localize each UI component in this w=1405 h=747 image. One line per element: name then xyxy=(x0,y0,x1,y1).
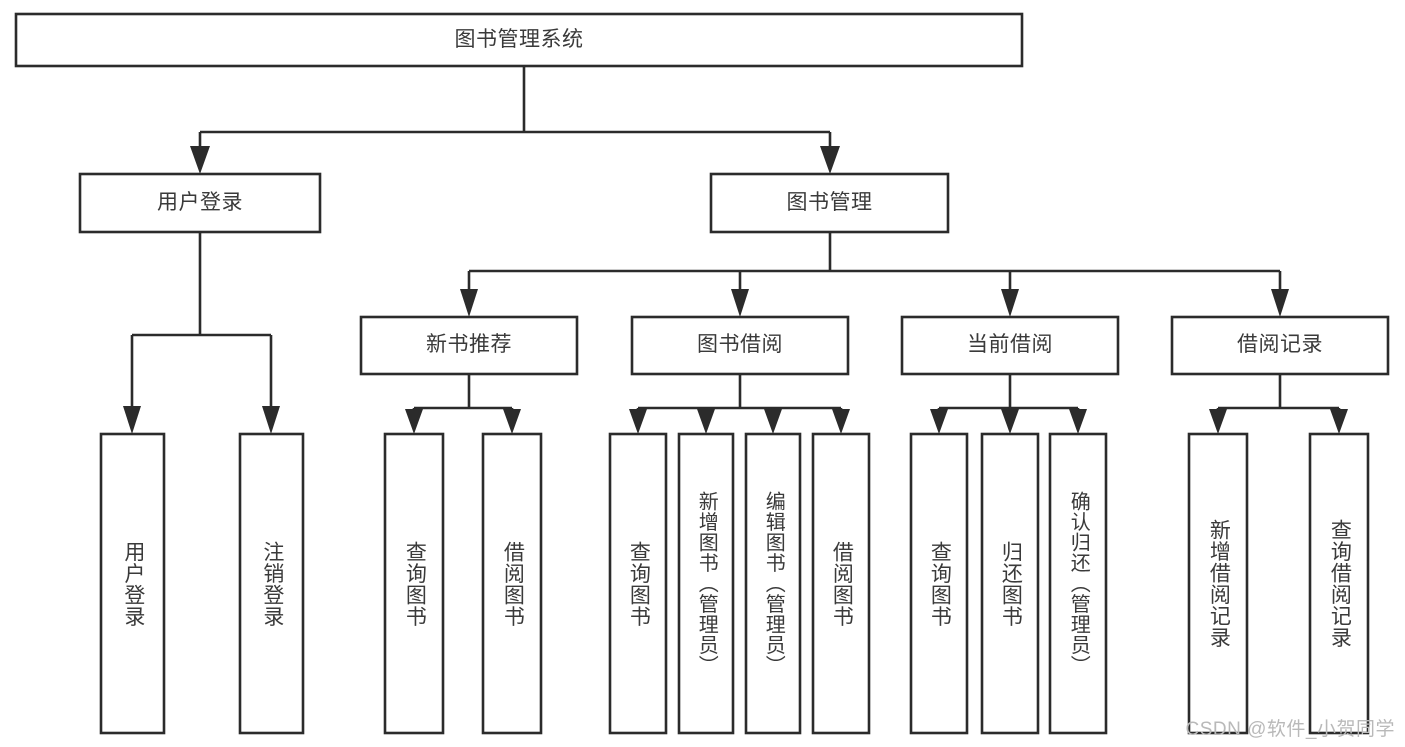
node-box-user-login[interactable] xyxy=(78,172,322,234)
node-box-leaf-add-record[interactable] xyxy=(1187,432,1249,735)
node-box-leaf-query-book-3[interactable] xyxy=(909,432,969,735)
connector-current-borrow-to-leaves xyxy=(930,374,1087,434)
node-box-leaf-user-login[interactable] xyxy=(99,432,166,735)
node-box-leaf-return-book[interactable] xyxy=(980,432,1040,735)
node-box-book-borrow[interactable] xyxy=(630,315,850,376)
node-box-leaf-borrow-book-2[interactable] xyxy=(811,432,871,735)
connector-new-book-rec-to-leaves xyxy=(405,374,521,434)
node-box-current-borrow[interactable] xyxy=(900,315,1120,376)
connector-user-login-to-leaves xyxy=(123,232,280,434)
node-box-leaf-query-record[interactable] xyxy=(1308,432,1370,735)
node-box-leaf-borrow-book-1[interactable] xyxy=(481,432,543,735)
connector-root-to-level2 xyxy=(190,66,840,174)
node-box-leaf-query-book-2[interactable] xyxy=(608,432,668,735)
node-box-book-manage[interactable] xyxy=(709,172,950,234)
node-box-new-book-rec[interactable] xyxy=(359,315,579,376)
connector-book-manage-to-level3 xyxy=(460,232,1289,317)
node-box-leaf-edit-book[interactable] xyxy=(744,432,802,735)
node-box-leaf-add-book[interactable] xyxy=(677,432,735,735)
connector-book-borrow-to-leaves xyxy=(629,374,850,434)
node-box-leaf-logout[interactable] xyxy=(238,432,305,735)
connector-borrow-record-to-leaves xyxy=(1209,374,1348,434)
node-box-root[interactable] xyxy=(14,12,1024,68)
node-box-borrow-record[interactable] xyxy=(1170,315,1390,376)
node-box-leaf-confirm-return[interactable] xyxy=(1048,432,1108,735)
node-box-leaf-query-book-1[interactable] xyxy=(383,432,445,735)
